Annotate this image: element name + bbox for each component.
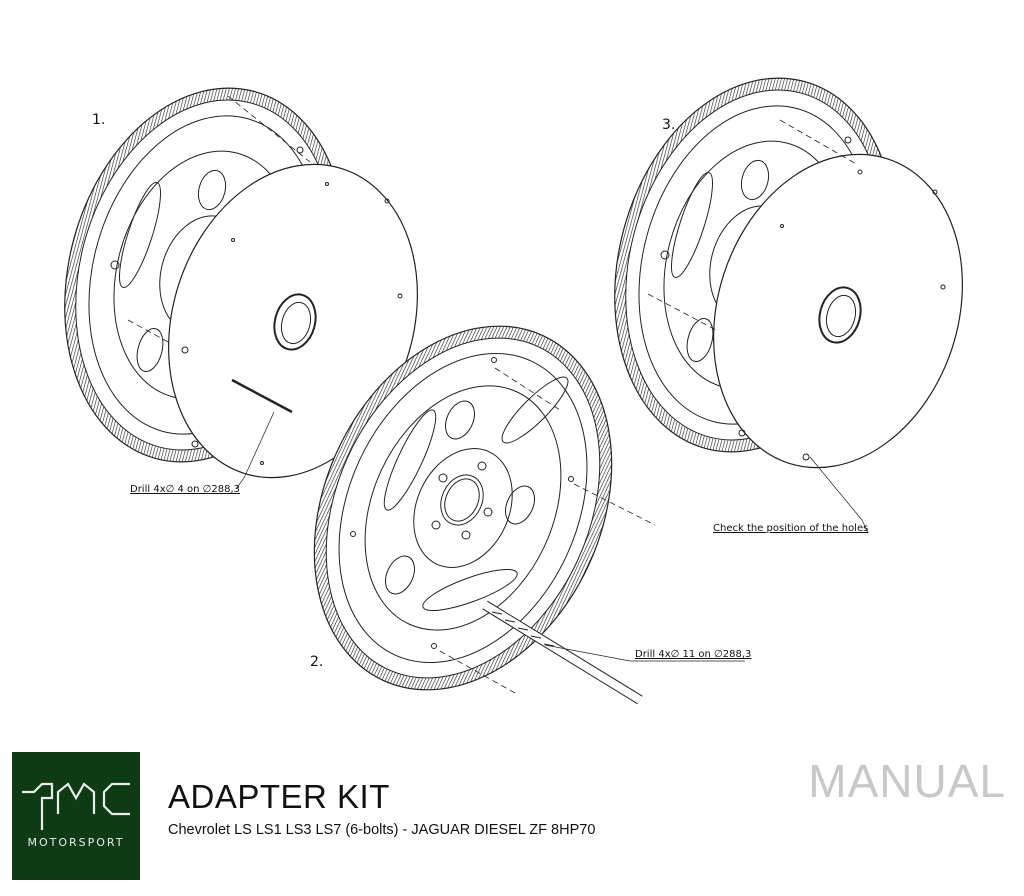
adapter-plate-3 (713, 153, 963, 469)
callout-check-holes: Check the position of the holes (713, 523, 869, 534)
step-number-1: 1. (92, 112, 106, 128)
callout-drill-small: Drill 4x∅ 4 on ∅288,3 (130, 484, 241, 495)
drill-bit-small (127, 95, 311, 490)
leader-lines-3 (647, 119, 869, 534)
logo-text: MOTORSPORT (27, 836, 125, 849)
callout-drill-large: Drill 4x∅ 11 on ∅288,3 (635, 649, 752, 660)
flexplate-2 (313, 325, 613, 691)
manual-label: MANUAL (808, 755, 1006, 807)
page-title: ADAPTER KIT (168, 778, 390, 815)
pmc-motorsport-logo: MOTORSPORT (12, 752, 140, 880)
page-subtitle: Chevrolet LS LS1 LS3 LS7 (6-bolts) - JAG… (168, 822, 596, 838)
pmc-logo-mark (22, 782, 130, 830)
step-number-3: 3. (662, 117, 676, 133)
step-number-2: 2. (310, 654, 324, 670)
assembly-drawing (64, 77, 963, 705)
adapter-plate-1 (168, 163, 418, 479)
drill-bit-large (439, 367, 745, 705)
